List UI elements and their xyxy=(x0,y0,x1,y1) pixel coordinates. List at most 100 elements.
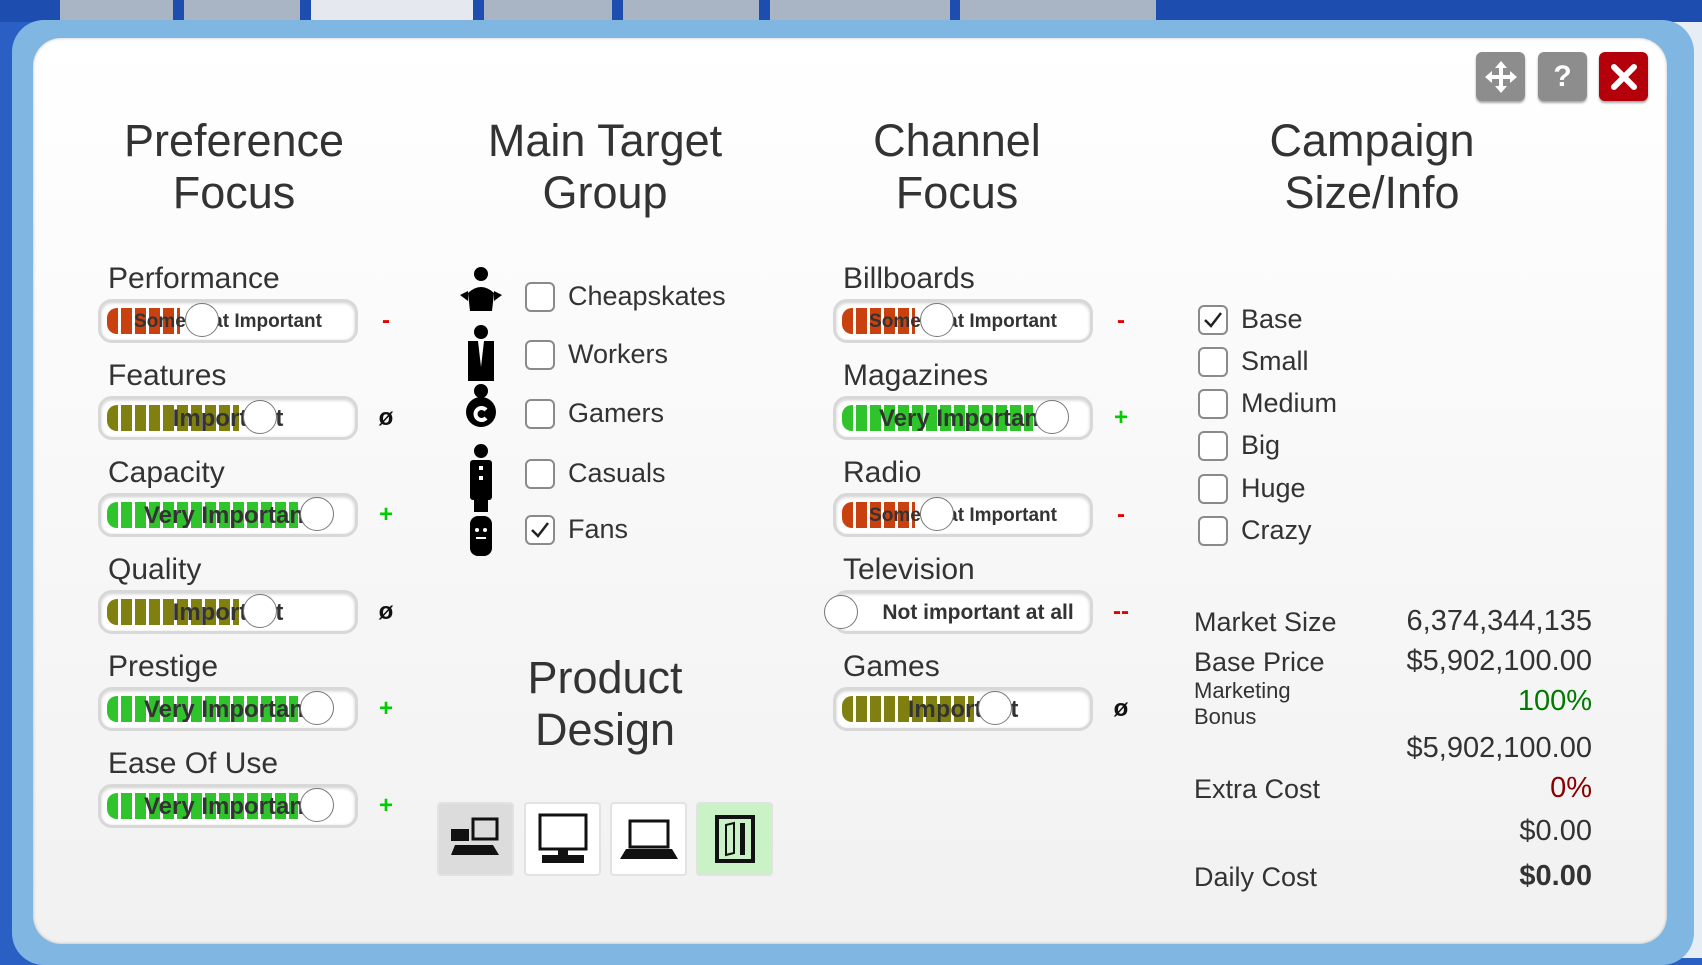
target-group-checkbox[interactable] xyxy=(525,398,555,429)
size-option-medium[interactable]: Medium xyxy=(1198,388,1337,419)
channel-label: Radio xyxy=(843,456,922,489)
preference-slider-fill xyxy=(107,405,239,431)
preference-slider-value: Very Important xyxy=(143,501,313,529)
daily-cost-value: $0.00 xyxy=(1519,860,1592,892)
preference-slider[interactable]: Important xyxy=(98,396,358,440)
target-group-checkbox[interactable] xyxy=(525,281,555,312)
channel-slider-fill xyxy=(842,308,915,334)
preference-slider-handle[interactable] xyxy=(243,594,277,628)
size-checkbox[interactable] xyxy=(1198,304,1228,335)
channel-trend-indicator: -- xyxy=(1113,598,1129,625)
preference-label: Capacity xyxy=(108,456,225,489)
preference-slider[interactable]: Very Important xyxy=(98,493,358,537)
preference-slider-handle[interactable] xyxy=(185,303,219,337)
channel-slider-handle[interactable] xyxy=(824,595,858,629)
target-group-fans[interactable]: Fans xyxy=(525,514,628,545)
size-label: Huge xyxy=(1241,473,1306,503)
size-checkbox[interactable] xyxy=(1198,388,1228,419)
tablet-icon xyxy=(714,815,755,863)
channel-slider-handle[interactable] xyxy=(978,691,1012,725)
app-tab[interactable] xyxy=(960,0,1156,22)
app-tab[interactable] xyxy=(484,0,612,22)
preference-slider-handle[interactable] xyxy=(300,788,334,822)
gamer-person-icon xyxy=(458,384,504,442)
checkmark-icon xyxy=(531,521,549,538)
preference-slider-value: Somewhat Important xyxy=(134,310,322,332)
marketing-bonus-value: 100% xyxy=(1517,685,1592,717)
target-group-checkbox[interactable] xyxy=(525,514,555,545)
size-label: Small xyxy=(1241,346,1309,376)
move-icon xyxy=(1484,60,1517,93)
size-checkbox[interactable] xyxy=(1198,430,1228,461)
preference-slider[interactable]: Very Important xyxy=(98,784,358,828)
move-button[interactable] xyxy=(1476,52,1525,101)
channel-slider-value: Very Important xyxy=(878,404,1048,432)
target-group-cheapskates[interactable]: Cheapskates xyxy=(525,281,726,312)
preference-trend-indicator: + xyxy=(378,792,393,819)
preference-trend-indicator: - xyxy=(382,307,390,334)
extra-cost-value: $0.00 xyxy=(1519,815,1592,847)
design-desktop-combo-button[interactable] xyxy=(437,802,514,876)
preference-trend-indicator: ø xyxy=(378,404,394,431)
size-checkbox[interactable] xyxy=(1198,473,1228,504)
close-button[interactable] xyxy=(1599,52,1648,101)
casual-person-icon xyxy=(458,444,504,502)
channel-slider-handle[interactable] xyxy=(920,303,954,337)
preference-slider-value: Very Important xyxy=(143,695,313,723)
preference-slider-value: Very Important xyxy=(143,792,313,820)
design-monitor-button[interactable] xyxy=(524,802,601,876)
size-option-crazy[interactable]: Crazy xyxy=(1198,515,1312,546)
preference-slider-fill xyxy=(107,599,239,625)
preference-slider-fill xyxy=(107,308,180,334)
app-tab[interactable] xyxy=(184,0,300,22)
preference-label: Quality xyxy=(108,553,202,586)
help-button[interactable]: ? xyxy=(1538,52,1587,101)
design-tablet-button[interactable] xyxy=(696,802,773,876)
checkmark-icon xyxy=(1204,311,1222,328)
target-group-workers[interactable]: Workers xyxy=(525,339,668,370)
target-group-casuals[interactable]: Casuals xyxy=(525,458,666,489)
size-checkbox[interactable] xyxy=(1198,515,1228,546)
preference-slider[interactable]: Somewhat Important xyxy=(98,299,358,343)
design-laptop-button[interactable] xyxy=(610,802,687,876)
preference-slider-handle[interactable] xyxy=(300,691,334,725)
channel-slider-handle[interactable] xyxy=(1035,400,1069,434)
target-group-gamers[interactable]: Gamers xyxy=(525,398,664,429)
channel-slider[interactable]: Somewhat Important xyxy=(833,299,1093,343)
size-option-huge[interactable]: Huge xyxy=(1198,473,1306,504)
preference-slider-handle[interactable] xyxy=(300,497,334,531)
size-option-big[interactable]: Big xyxy=(1198,430,1280,461)
preference-slider-handle[interactable] xyxy=(243,400,277,434)
size-option-base[interactable]: Base xyxy=(1198,304,1303,335)
app-tab[interactable] xyxy=(311,0,473,22)
app-tab[interactable] xyxy=(770,0,950,22)
channel-slider-value: Somewhat Important xyxy=(869,504,1057,526)
app-tab[interactable] xyxy=(60,0,173,22)
help-icon: ? xyxy=(1553,59,1572,93)
market-size-label: Market Size xyxy=(1194,607,1337,637)
channel-slider[interactable]: Somewhat Important xyxy=(833,493,1093,537)
size-label: Medium xyxy=(1241,388,1338,418)
channel-slider-value: Not important at all xyxy=(882,600,1074,624)
channel-slider[interactable]: Very Important xyxy=(833,396,1093,440)
app-tab[interactable] xyxy=(623,0,759,22)
channel-trend-indicator: - xyxy=(1117,307,1125,334)
channel-trend-indicator: - xyxy=(1117,501,1125,528)
channel-slider-handle[interactable] xyxy=(920,497,954,531)
preference-label: Ease Of Use xyxy=(108,747,279,780)
channel-slider[interactable]: Important xyxy=(833,687,1093,731)
size-option-small[interactable]: Small xyxy=(1198,346,1309,377)
preference-slider[interactable]: Important xyxy=(98,590,358,634)
channel-slider[interactable]: Not important at all xyxy=(824,590,1093,634)
target-group-checkbox[interactable] xyxy=(525,339,555,370)
preference-slider-fill xyxy=(107,502,298,528)
preference-slider-value: Important xyxy=(172,598,284,626)
size-checkbox[interactable] xyxy=(1198,346,1228,377)
size-label: Base xyxy=(1241,304,1303,334)
channel-trend-indicator: + xyxy=(1113,404,1128,431)
preference-slider[interactable]: Very Important xyxy=(98,687,358,731)
target-group-checkbox[interactable] xyxy=(525,458,555,489)
